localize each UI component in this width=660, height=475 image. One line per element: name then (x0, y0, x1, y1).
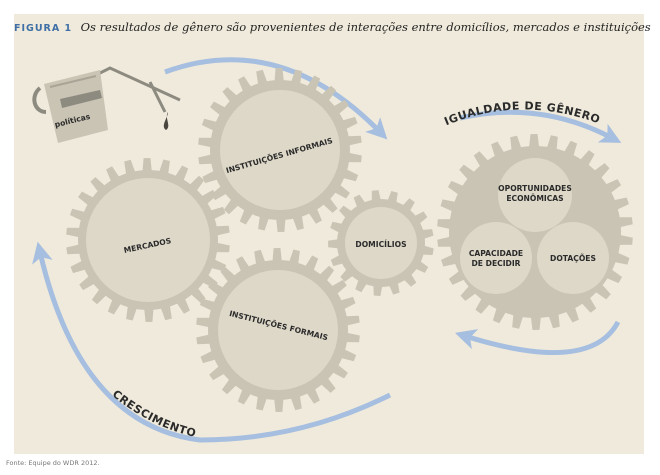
label-domicilios: DOMICÍLIOS (355, 240, 406, 249)
label-oportunidades-1: OPORTUNIDADES (498, 184, 572, 193)
label-crescimento: CRESCIMENTO (110, 387, 198, 440)
label-capacidade-2: DE DECIDIR (472, 259, 521, 268)
label-capacidade-1: CAPACIDADE (469, 249, 523, 258)
figure-caption: Os resultados de gênero são provenientes… (80, 20, 651, 34)
gear-instituicoes-informais (198, 68, 362, 232)
return-arrow (454, 320, 621, 356)
top-flow-arrow (164, 57, 388, 140)
oil-can-icon: políticas (32, 66, 181, 143)
figure-title: FIGURA 1 Os resultados de gênero são pro… (14, 18, 654, 36)
source-note: Fonte: Equipe do WDR 2012. (6, 459, 100, 467)
gear-mercados (66, 158, 230, 322)
gear-instituicoes-formais (196, 248, 360, 412)
circle-capacidade (460, 222, 532, 294)
igualdade-arrow (459, 109, 622, 143)
label-oportunidades-2: ECONÔMICAS (506, 194, 563, 203)
crescimento-arrow (32, 241, 392, 443)
circle-oportunidades (498, 158, 572, 232)
circle-dotacoes (537, 222, 609, 294)
gear-domicilios (328, 190, 434, 296)
label-dotacoes: DOTAÇÕES (550, 254, 596, 263)
figure-label: FIGURA 1 (14, 23, 73, 34)
